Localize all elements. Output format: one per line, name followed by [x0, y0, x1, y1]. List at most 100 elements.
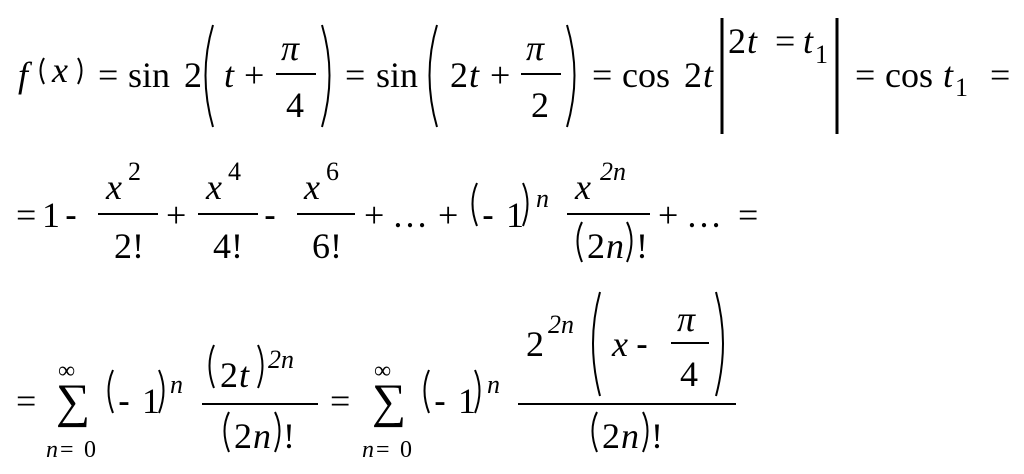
subscript: 1 [815, 40, 828, 69]
minus-sign: - [65, 194, 77, 235]
coefficient: 2 [450, 55, 468, 95]
minus-sign: - [118, 380, 130, 421]
t-variable: t [239, 355, 250, 395]
lower-limit-index: n [46, 437, 58, 463]
formula-line-2: = 1 - x 2 2! + x 4 4! - x 6 6! + … + - 1… [16, 157, 758, 266]
f-symbol: f [18, 55, 33, 95]
constant-one: 1 [142, 381, 160, 421]
denominator: 4 [286, 85, 304, 125]
equals-sign: = [16, 195, 36, 235]
x-variable: x [611, 324, 628, 364]
summation-sign: ∑ [372, 375, 406, 428]
factorial: 6! [312, 226, 342, 266]
formula-line-3: = ∞ ∑ n = 0 - 1 n 2 t 2n 2 n ! = ∞ ∑ n =… [16, 291, 736, 463]
left-paren [39, 57, 45, 85]
denominator: 4 [680, 354, 698, 394]
exponent: 2n [600, 157, 626, 186]
n-variable: n [621, 416, 639, 456]
coefficient: 2 [220, 355, 238, 395]
plus-sign: + [364, 195, 384, 235]
constant-one: 1 [506, 195, 524, 235]
exponent: 2n [548, 310, 574, 339]
denominator-coefficient: 2 [587, 226, 605, 266]
n-variable: n [253, 416, 271, 456]
equals-sign: = [855, 55, 875, 95]
pi-symbol: π [281, 28, 300, 68]
exponent: 6 [326, 157, 339, 186]
x-variable: x [205, 167, 222, 207]
equals-sign: = [990, 55, 1010, 95]
cos-function: cos [885, 55, 933, 95]
exponent: n [170, 370, 183, 399]
t-variable: t [943, 55, 954, 95]
factorial-mark: ! [636, 226, 648, 266]
right-paren [626, 221, 633, 263]
lower-limit-value: 0 [84, 437, 96, 463]
x-variable: x [105, 167, 122, 207]
right-paren [274, 411, 281, 453]
exponent: 2n [268, 345, 294, 374]
left-paren [107, 369, 114, 414]
exponent: 2 [128, 157, 141, 186]
right-paren [321, 24, 331, 128]
factorial: 2! [114, 226, 144, 266]
ellipsis: … [392, 195, 428, 235]
minus-sign: - [434, 380, 446, 421]
left-paren [576, 221, 583, 263]
t-variable: t [469, 55, 480, 95]
left-paren [208, 344, 215, 389]
upper-limit: ∞ [58, 358, 75, 384]
equals-sign: = [98, 55, 118, 95]
plus-sign: + [244, 55, 264, 95]
right-paren [522, 182, 529, 227]
minus-sign: - [482, 194, 494, 235]
right-paren [158, 369, 165, 414]
left-paren [204, 24, 214, 128]
equals-sign: = [738, 195, 758, 235]
plus-sign: + [658, 195, 678, 235]
x-variable: x [51, 50, 68, 90]
lower-limit-equals: = [60, 437, 74, 463]
coefficient: 2 [184, 55, 202, 95]
factorial: 4! [213, 226, 243, 266]
equals-sign: = [775, 21, 795, 61]
formula-line-1: f x = sin 2 t + π 4 = sin 2 t + π 2 = co… [18, 18, 1010, 134]
exponent: 4 [228, 157, 241, 186]
denominator-coefficient: 2 [234, 416, 252, 456]
lower-limit-value: 0 [400, 437, 412, 463]
factorial-mark: ! [651, 416, 663, 456]
equals-sign: = [592, 55, 612, 95]
ellipsis: … [686, 195, 722, 235]
left-paren [591, 411, 598, 453]
minus-sign: - [264, 194, 276, 235]
summation-sign: ∑ [56, 375, 90, 428]
left-paren [423, 369, 430, 414]
plus-sign: + [166, 195, 186, 235]
x-variable: x [303, 167, 320, 207]
t-variable: t [803, 21, 814, 61]
sin-function: sin [376, 55, 418, 95]
constant-one: 1 [42, 195, 60, 235]
substitution-coefficient: 2 [728, 21, 746, 61]
n-variable: n [606, 226, 624, 266]
constant-one: 1 [458, 381, 476, 421]
left-paren [471, 182, 478, 227]
t-variable: t [747, 21, 758, 61]
denominator-coefficient: 2 [602, 416, 620, 456]
t-variable: t [703, 55, 714, 95]
base-two: 2 [526, 324, 544, 364]
lower-limit-index: n [362, 437, 374, 463]
left-paren [592, 291, 601, 397]
pi-symbol: π [526, 28, 545, 68]
right-paren [566, 24, 576, 128]
t-variable: t [224, 55, 235, 95]
x-variable: x [574, 167, 591, 207]
plus-sign: + [438, 195, 458, 235]
right-paren [715, 291, 724, 397]
lower-limit-equals: = [376, 437, 390, 463]
plus-sign: + [490, 55, 510, 95]
equals-sign: = [330, 381, 350, 421]
left-paren [223, 411, 230, 453]
left-paren [428, 24, 438, 128]
